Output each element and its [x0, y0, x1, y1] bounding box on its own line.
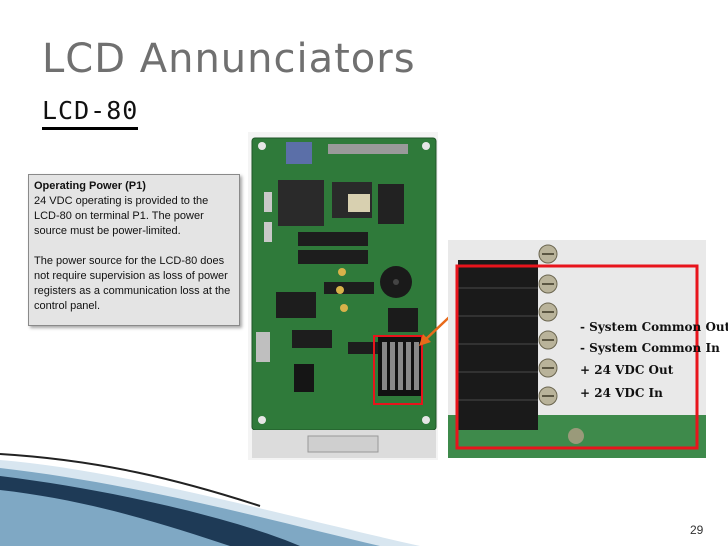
lcd-80-board-photo	[248, 132, 438, 460]
terminal-label-24vdc-in: + 24 VDC In	[580, 386, 663, 400]
page-number: 29	[690, 523, 704, 537]
terminal-label-24vdc-out: + 24 VDC Out	[580, 363, 674, 377]
callout-paragraph-1: 24 VDC operating is provided to the LCD-…	[34, 195, 209, 237]
callout-paragraph-2: The power source for the LCD-80 does not…	[34, 255, 231, 312]
callout-heading: Operating Power (P1)	[34, 180, 146, 192]
slide-subtitle: LCD-80	[42, 97, 139, 130]
terminal-label-system-common-out: - System Common Out	[580, 320, 728, 334]
terminal-label-system-common-in: - System Common In	[580, 341, 720, 355]
decorative-swoosh	[0, 453, 420, 546]
slide-title: LCD Annunciators	[42, 36, 416, 82]
terminal-p1-closeup-photo	[448, 240, 706, 458]
operating-power-callout: Operating Power (P1) 24 VDC operating is…	[28, 174, 240, 326]
